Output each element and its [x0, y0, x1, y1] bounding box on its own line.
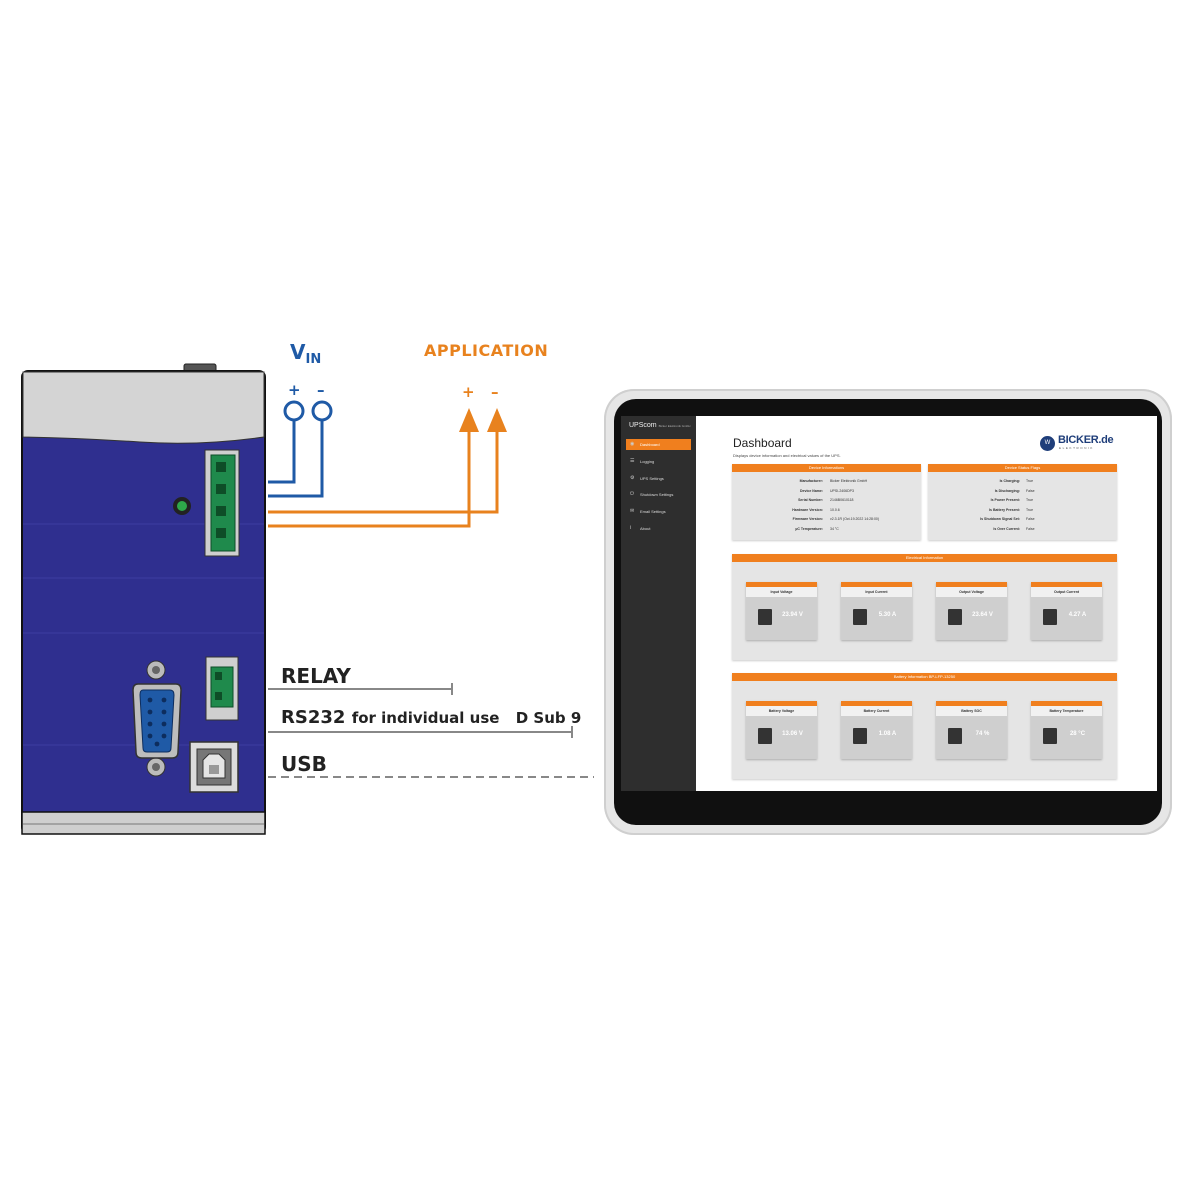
status-flags-card: Device Status Flags Is Charging:True Is …: [928, 464, 1117, 540]
application-minus-wire: [268, 428, 499, 514]
rs232-note: for individual use: [351, 709, 500, 727]
application-label: APPLICATION: [424, 341, 549, 360]
plug-voltage-icon: [758, 609, 772, 625]
device-info-rows: Manufacturer:Bicker Elektronik GmbH Devi…: [792, 479, 880, 531]
card-header: Battery Information BP-LFP-13250: [732, 673, 1117, 681]
device-bottom-rail: [21, 811, 266, 835]
nav-ups-settings[interactable]: ⚙UPS Settings: [626, 473, 691, 484]
sidebar: UPScom Bicker Elektronik GmbH ◉Dashboard…: [621, 416, 696, 791]
envelope-icon: ✉: [630, 508, 635, 514]
vin-plus-wire: [268, 420, 296, 484]
battery-temperature-icon: [1043, 728, 1057, 744]
rs232-label: RS232 for individual use D Sub 9: [281, 707, 582, 728]
status-flags-rows: Is Charging:True Is Discharging:False Is…: [980, 479, 1035, 531]
battery-current-icon: [853, 728, 867, 744]
relay-label: RELAY: [281, 664, 351, 688]
plug-voltage-icon: [948, 609, 962, 625]
bicker-logo-icon: W: [1040, 436, 1055, 451]
nav-logging[interactable]: ☰Logging: [626, 456, 691, 467]
vin-minus-sign: –: [317, 381, 325, 399]
vin-plus-terminal-icon: [283, 400, 305, 422]
card-header: Electrical Information: [732, 554, 1117, 562]
application-plus-wire: [268, 428, 471, 528]
page-subtitle: Displays device information and electric…: [733, 453, 841, 458]
dashboard-icon: ◉: [630, 441, 635, 447]
card-header: Device Informations: [732, 464, 921, 472]
vin-minus-wire: [268, 420, 324, 498]
usb-label: USB: [281, 752, 327, 776]
nav-dashboard[interactable]: ◉Dashboard: [626, 439, 691, 450]
nav-shutdown-settings[interactable]: ⏻Shutdown Settings: [626, 489, 691, 500]
page-title: Dashboard: [733, 436, 792, 450]
power-icon: ⏻: [630, 491, 634, 497]
bicker-logo: W BICKER.de ELEKTRONIK: [1040, 434, 1120, 454]
app-title: UPScom Bicker Elektronik GmbH: [629, 422, 691, 429]
settings-icon: ⚙: [630, 475, 635, 481]
plug-current-icon: [1043, 609, 1057, 625]
application-minus-arrow-icon: [487, 408, 507, 432]
battery-soc-icon: [948, 728, 962, 744]
battery-voltage-icon: [758, 728, 772, 744]
main-content: Dashboard Displays device information an…: [696, 416, 1157, 791]
plug-current-icon: [853, 609, 867, 625]
upscom-screen: UPScom Bicker Elektronik GmbH ◉Dashboard…: [621, 416, 1157, 791]
application-minus-sign: –: [491, 383, 499, 401]
vin-plus-sign: +: [288, 381, 301, 399]
vin-minus-terminal-icon: [311, 400, 333, 422]
nav-email-settings[interactable]: ✉Email Settings: [626, 506, 691, 517]
application-plus-sign: +: [462, 383, 475, 401]
device-info-card: Device Informations Manufacturer:Bicker …: [732, 464, 921, 540]
card-header: Device Status Flags: [928, 464, 1117, 472]
info-icon: i: [630, 525, 632, 531]
list-icon: ☰: [630, 458, 635, 464]
battery-info-card: Battery Information BP-LFP-13250 Battery…: [732, 673, 1117, 779]
device-top-cover: [22, 371, 265, 444]
application-plus-arrow-icon: [459, 408, 479, 432]
rs232-connector-label: D Sub 9: [515, 709, 582, 727]
vin-label: VIN: [290, 340, 322, 367]
